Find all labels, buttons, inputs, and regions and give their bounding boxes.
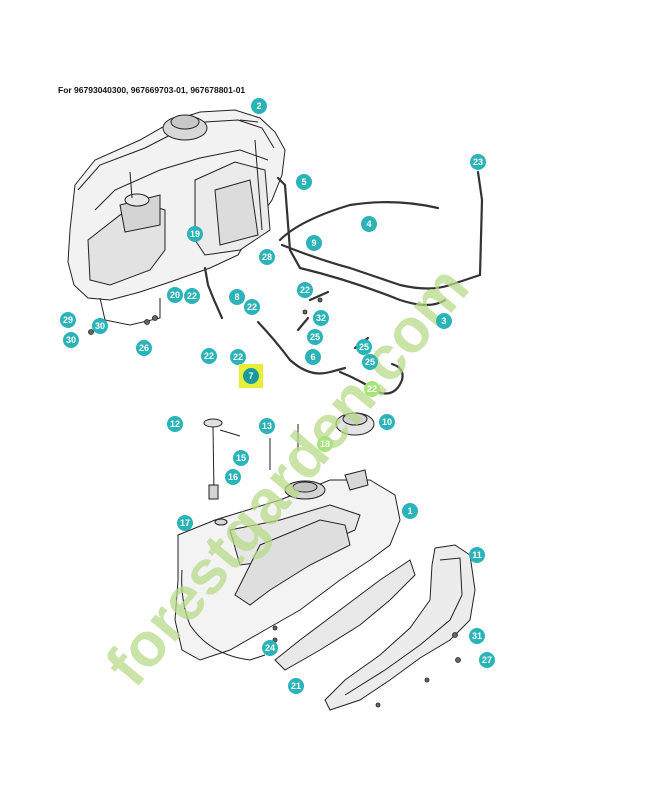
callout-15: 15 bbox=[233, 450, 249, 466]
fuel-lines bbox=[203, 170, 484, 395]
callout-label: 30 bbox=[95, 321, 105, 331]
callout-27: 27 bbox=[479, 652, 495, 668]
callout-label: 25 bbox=[359, 342, 369, 352]
callout-label: 22 bbox=[247, 302, 257, 312]
callout-16: 16 bbox=[225, 469, 241, 485]
callout-label: 25 bbox=[310, 332, 320, 342]
callout-22: 22 bbox=[364, 381, 380, 397]
callout-label: 13 bbox=[262, 421, 272, 431]
callout-label: 16 bbox=[228, 472, 238, 482]
model-header: For 96793040300, 967669703-01, 967678801… bbox=[58, 85, 246, 95]
callout-32: 32 bbox=[313, 310, 329, 326]
callout-22: 22 bbox=[201, 348, 217, 364]
callout-label: 27 bbox=[482, 655, 492, 665]
callout-label: 24 bbox=[265, 643, 275, 653]
callout-label: 22 bbox=[233, 352, 243, 362]
callout-8: 8 bbox=[229, 289, 245, 305]
callout-label: 15 bbox=[236, 453, 246, 463]
callout-label: 12 bbox=[170, 419, 180, 429]
callout-label: 17 bbox=[180, 518, 190, 528]
callout-label: 1 bbox=[407, 506, 412, 516]
callout-label: 6 bbox=[310, 352, 315, 362]
callout-19: 19 bbox=[187, 226, 203, 242]
side-shield bbox=[274, 544, 476, 711]
callout-12: 12 bbox=[167, 416, 183, 432]
callout-11: 11 bbox=[469, 547, 485, 563]
fuel-tank bbox=[174, 412, 401, 661]
callout-label: 18 bbox=[320, 439, 330, 449]
callout-7-badge bbox=[243, 368, 259, 384]
callout-28: 28 bbox=[259, 249, 275, 265]
callout-22: 22 bbox=[297, 282, 313, 298]
callout-label: 22 bbox=[204, 351, 214, 361]
callout-label: 20 bbox=[170, 290, 180, 300]
callout-label: 32 bbox=[316, 313, 326, 323]
callout-label: 11 bbox=[472, 550, 482, 560]
callout-17: 17 bbox=[177, 515, 193, 531]
callout-9: 9 bbox=[306, 235, 322, 251]
callout-1: 1 bbox=[402, 503, 418, 519]
callout-label: 22 bbox=[300, 285, 310, 295]
callout-24: 24 bbox=[262, 640, 278, 656]
upper-tank-frame bbox=[67, 109, 286, 326]
callout-label: 19 bbox=[190, 229, 200, 239]
callout-30: 30 bbox=[63, 332, 79, 348]
callout-22: 22 bbox=[244, 299, 260, 315]
callout-25: 25 bbox=[362, 354, 378, 370]
callout-label: 28 bbox=[262, 252, 272, 262]
callout-21: 21 bbox=[288, 678, 304, 694]
callout-label: 26 bbox=[139, 343, 149, 353]
callout-5: 5 bbox=[296, 174, 312, 190]
callout-18: 18 bbox=[317, 436, 333, 452]
callout-label: 23 bbox=[473, 157, 483, 167]
callout-label: 4 bbox=[366, 219, 371, 229]
callout-label: 22 bbox=[187, 291, 197, 301]
callout-10: 10 bbox=[379, 414, 395, 430]
callout-label: 30 bbox=[66, 335, 76, 345]
callout-label: 21 bbox=[291, 681, 301, 691]
callout-22: 22 bbox=[230, 349, 246, 365]
callout-20: 20 bbox=[167, 287, 183, 303]
callout-30: 30 bbox=[92, 318, 108, 334]
callout-3: 3 bbox=[436, 313, 452, 329]
callout-label: 9 bbox=[311, 238, 316, 248]
callout-label: 31 bbox=[472, 631, 482, 641]
callout-25: 25 bbox=[356, 339, 372, 355]
callout-2: 2 bbox=[251, 98, 267, 114]
callout-4: 4 bbox=[361, 216, 377, 232]
hardware bbox=[88, 297, 461, 708]
callout-31: 31 bbox=[469, 628, 485, 644]
callout-25: 25 bbox=[307, 329, 323, 345]
callout-label: 29 bbox=[63, 315, 73, 325]
callout-label: 5 bbox=[301, 177, 306, 187]
callout-label: 2 bbox=[256, 101, 261, 111]
callout-29: 29 bbox=[60, 312, 76, 328]
callout-label: 7 bbox=[248, 371, 253, 381]
callout-23: 23 bbox=[470, 154, 486, 170]
callout-22: 22 bbox=[184, 288, 200, 304]
callout-13: 13 bbox=[259, 418, 275, 434]
callout-7: 7 bbox=[239, 364, 263, 388]
callout-label: 22 bbox=[367, 384, 377, 394]
callout-label: 8 bbox=[234, 292, 239, 302]
callout-6: 6 bbox=[305, 349, 321, 365]
callout-label: 3 bbox=[441, 316, 446, 326]
callout-26: 26 bbox=[136, 340, 152, 356]
callout-label: 10 bbox=[382, 417, 392, 427]
callout-label: 25 bbox=[365, 357, 375, 367]
